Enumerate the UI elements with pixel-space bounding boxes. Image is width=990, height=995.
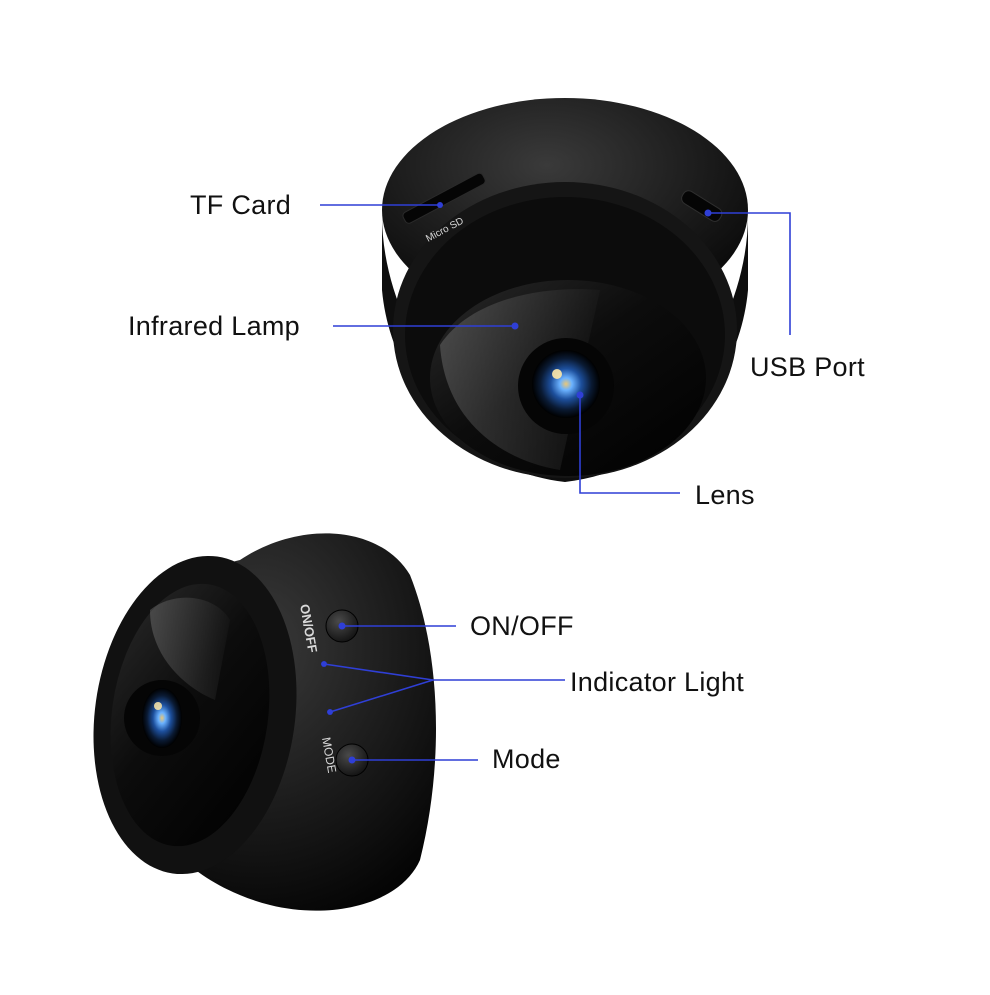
dot-indicator-lower <box>327 709 333 715</box>
dot-mode <box>348 756 356 764</box>
top-lens <box>532 350 600 418</box>
label-usb-port: USB Port <box>750 352 865 382</box>
label-indicator-light: Indicator Light <box>570 667 745 697</box>
leader-indicator-lower <box>329 679 434 713</box>
top-camera: Micro SD <box>382 98 748 482</box>
label-lens: Lens <box>695 480 755 510</box>
dot-infrared-lamp <box>511 322 519 330</box>
dot-on-off <box>338 622 346 630</box>
leader-dots <box>321 202 712 764</box>
dot-tf-card <box>437 202 443 208</box>
bottom-lens <box>142 688 182 748</box>
bottom-camera: ON/OFF MODE <box>93 533 437 911</box>
dot-indicator-upper <box>321 661 327 667</box>
bottom-camera-face-gloss <box>150 597 230 700</box>
leader-lines <box>320 204 791 761</box>
mode-print: MODE <box>319 736 339 774</box>
top-lens-glint <box>552 369 562 379</box>
tf-card-slot <box>402 172 486 224</box>
leader-usb-port <box>708 212 791 335</box>
label-tf-card: TF Card <box>190 190 292 220</box>
label-mode: Mode <box>492 744 561 774</box>
leader-indicator-upper <box>323 663 434 681</box>
bottom-lens-glint <box>154 702 162 710</box>
dot-lens <box>576 391 584 399</box>
label-infrared-lamp: Infrared Lamp <box>128 311 300 341</box>
leader-lens <box>579 395 680 494</box>
dot-usb-port <box>704 209 712 217</box>
label-on-off: ON/OFF <box>470 611 574 641</box>
